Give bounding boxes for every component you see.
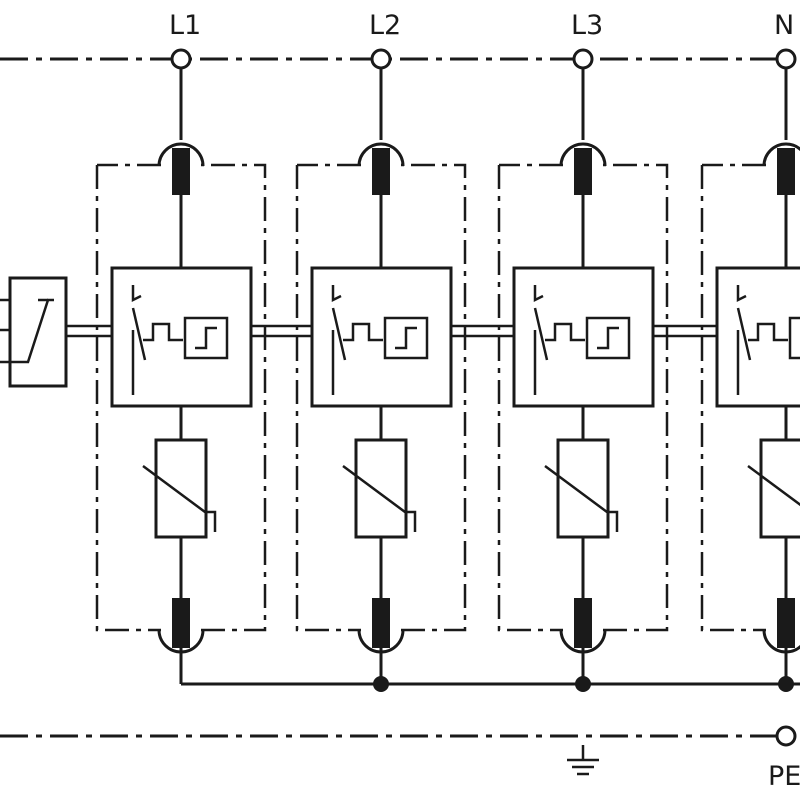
- pole-label: N: [774, 10, 794, 41]
- varistor-body: [154, 438, 208, 539]
- remote-signal-contact: [0, 276, 68, 388]
- step-signal-icon: [395, 326, 417, 350]
- pulse-signal-icon: [545, 322, 585, 342]
- fuse-block-bottom: [777, 598, 795, 648]
- varistor-curve-icon: [142, 464, 217, 532]
- thermal-disconnector-box: [110, 266, 253, 408]
- pulse-signal-icon: [343, 322, 383, 342]
- pole-terminal: [572, 48, 594, 70]
- pole-label: L3: [571, 10, 603, 41]
- plug-contact-bottom: [762, 629, 800, 654]
- plug-contact-top: [762, 142, 800, 167]
- fuse-block-top: [777, 148, 795, 195]
- switch-contact-icon: [131, 285, 147, 395]
- module-housing: [700, 163, 766, 632]
- varistor-body: [556, 438, 610, 539]
- pulse-signal-icon: [143, 322, 183, 342]
- fuse-block-top: [172, 148, 190, 195]
- varistor-curve-icon: [544, 464, 619, 532]
- varistor-curve-icon: [747, 464, 800, 507]
- varistor-body: [759, 438, 800, 539]
- plug-contact-bottom: [157, 629, 205, 654]
- trip-element-box: [383, 316, 429, 360]
- pole-module: L3: [497, 10, 669, 684]
- thermal-disconnector-box: [310, 266, 453, 408]
- pole-terminal: [775, 48, 797, 70]
- thermal-disconnector-box: [512, 266, 655, 408]
- switch-contact-icon: [736, 285, 752, 395]
- plug-contact-top: [157, 142, 205, 167]
- plug-contact-bottom: [559, 629, 607, 654]
- pole-module: L1: [95, 10, 267, 684]
- step-signal-icon: [597, 326, 619, 350]
- switch-contact-icon: [331, 285, 347, 395]
- mechanical-linkage: [66, 324, 716, 338]
- pe-terminal: [775, 725, 797, 747]
- pole-terminal: [370, 48, 392, 70]
- varistor-body: [354, 438, 408, 539]
- trip-element-box: [788, 316, 800, 360]
- pole-module: L2: [295, 10, 467, 684]
- pole-modules: L1 L2 L3 N: [95, 10, 800, 684]
- module-housing: [95, 163, 267, 632]
- fuse-block-bottom: [574, 598, 592, 648]
- earth-ground-icon: [567, 745, 599, 776]
- pulse-signal-icon: [748, 322, 788, 342]
- varistor-curve-icon: [342, 464, 417, 532]
- pole-label: L2: [369, 10, 401, 41]
- plug-contact-bottom: [357, 629, 405, 654]
- fuse-block-bottom: [372, 598, 390, 648]
- fuse-block-top: [372, 148, 390, 195]
- fuse-block-top: [574, 148, 592, 195]
- pe-label: PE: [768, 761, 800, 792]
- trip-element-box: [183, 316, 229, 360]
- trip-element-box: [585, 316, 631, 360]
- pole-label: L1: [169, 10, 201, 41]
- switch-contact-icon: [533, 285, 549, 395]
- module-housing: [295, 163, 467, 632]
- thermal-disconnector-box: [715, 266, 800, 408]
- module-housing: [497, 163, 669, 632]
- pole-terminal: [170, 48, 192, 70]
- plug-contact-top: [357, 142, 405, 167]
- step-signal-icon: [195, 326, 217, 350]
- fuse-block-bottom: [172, 598, 190, 648]
- plug-contact-top: [559, 142, 607, 167]
- pole-module: N: [700, 10, 800, 684]
